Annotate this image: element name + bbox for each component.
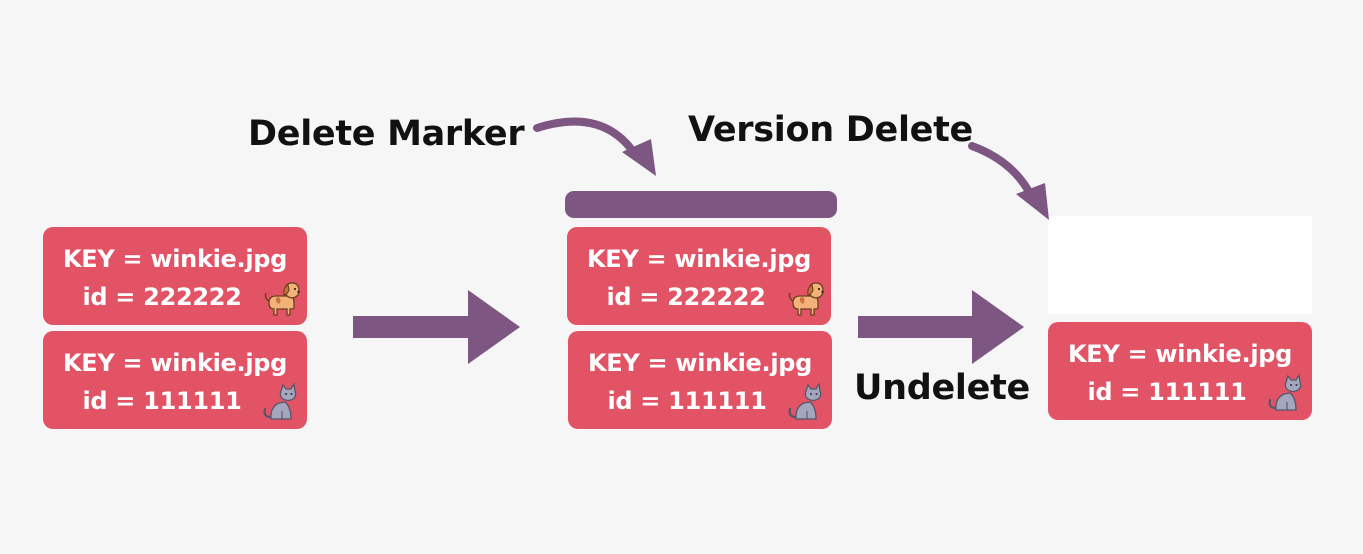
delete-marker-bar xyxy=(565,191,837,218)
curved-arrow-icon xyxy=(533,117,656,176)
card-key-text: KEY = winkie.jpg xyxy=(587,349,813,377)
card-id-text: id = 111111 xyxy=(1087,378,1247,406)
curved-arrow-icon xyxy=(968,142,1049,220)
version-card-111111: KEY = winkie.jpg id = 111111 xyxy=(43,331,307,429)
card-id-text: id = 111111 xyxy=(82,387,242,415)
card-key-text: KEY = winkie.jpg xyxy=(62,245,288,273)
version-card-111111: KEY = winkie.jpg id = 111111 xyxy=(568,331,832,429)
right-arrow-icon xyxy=(353,290,520,364)
card-key-text: KEY = winkie.jpg xyxy=(586,245,812,273)
version-card-222222: KEY = winkie.jpg id = 222222 xyxy=(43,227,307,325)
card-key-text: KEY = winkie.jpg xyxy=(62,349,288,377)
card-id-text: id = 111111 xyxy=(607,387,767,415)
card-key-text: KEY = winkie.jpg xyxy=(1067,340,1293,368)
deleted-version-slot xyxy=(1048,216,1312,314)
version-card-111111: KEY = winkie.jpg id = 111111 xyxy=(1048,322,1312,420)
version-card-222222: KEY = winkie.jpg id = 222222 xyxy=(567,227,831,325)
right-arrow-icon xyxy=(858,290,1024,364)
card-id-text: id = 222222 xyxy=(82,283,242,311)
delete-marker-label: Delete Marker xyxy=(248,114,525,154)
undelete-label: Undelete xyxy=(854,368,1030,408)
card-id-text: id = 222222 xyxy=(606,283,766,311)
version-delete-label: Version Delete xyxy=(688,110,973,150)
